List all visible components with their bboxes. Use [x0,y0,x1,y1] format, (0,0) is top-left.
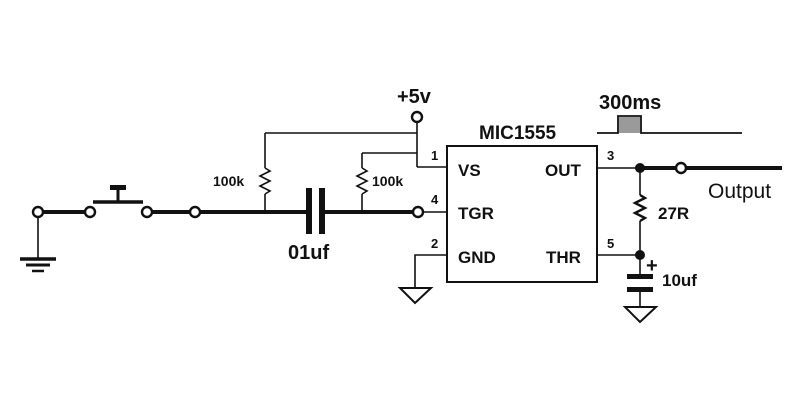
pin-5-number: 5 [607,236,614,251]
timing-resistor [632,193,648,223]
input-ground-symbol [20,213,56,273]
pullup-left-label: 100k [213,173,244,189]
coupling-capacitor [306,188,325,234]
button-contact-right [140,205,154,219]
pulse-label: 300ms [599,92,661,114]
pin-vs-label: VS [458,161,481,180]
button-contact-left [83,205,97,219]
supply-terminal [410,110,424,124]
timing-cap-plate-top [627,274,653,279]
coupling-cap-label: 01uf [288,242,329,264]
timing-cap-plate-bottom [627,287,653,292]
timing-cap-polarity: + [646,255,658,277]
pullup-right-label: 100k [372,173,403,189]
node-terminal [188,205,202,219]
push-button [93,185,143,204]
timing-cap-label: 10uf [662,271,697,290]
timing-ground-symbol [622,306,659,324]
pin-4-number: 4 [431,192,439,207]
pin-out-label: OUT [545,161,582,180]
pullup-right-resistor [355,167,369,195]
chip-ground-symbol [397,287,434,305]
chip-body [446,145,598,283]
gnd-pin-wire [414,254,447,287]
output-terminal [674,161,688,175]
pulse-waveform [597,115,742,134]
output-label: Output [708,180,771,203]
pin-1-number: 1 [431,148,438,163]
pin-tgr-label: TGR [458,204,494,223]
trigger-terminal [411,205,425,219]
pin-thr-label: THR [546,248,581,267]
pulse-fill [619,117,640,133]
supply-label: +5v [397,86,432,108]
pin-3-number: 3 [607,148,614,163]
chip-name: MIC1555 [479,123,557,144]
timing-resistor-label: 27R [658,204,689,223]
input-terminal [31,205,45,219]
pin-gnd-label: GND [458,248,496,267]
pin-2-number: 2 [431,236,438,251]
pullup-left-resistor [258,167,272,195]
